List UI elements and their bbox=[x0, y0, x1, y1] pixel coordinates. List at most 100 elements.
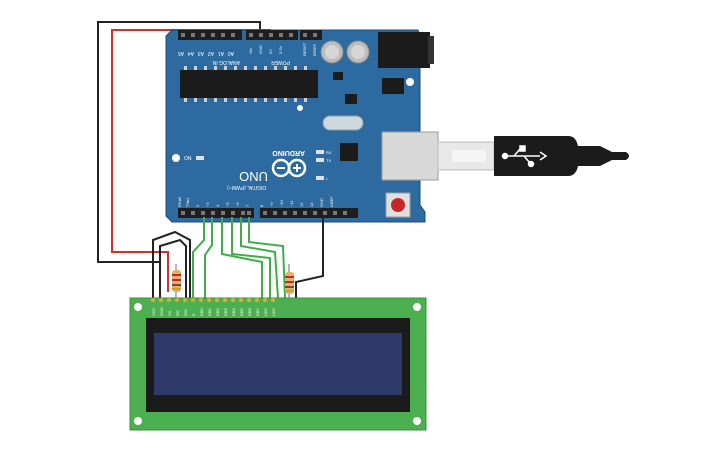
l-label: L bbox=[326, 176, 329, 181]
pin-label-3: ~3 bbox=[205, 202, 210, 207]
l-led bbox=[316, 176, 324, 180]
power-pin-labels: Vin GND 5V 3.3V RESET IOREF bbox=[248, 42, 317, 56]
pin-label-8: 8 bbox=[259, 204, 264, 207]
mount-hole bbox=[172, 154, 180, 162]
lcd-pin-gnd: GND bbox=[159, 307, 164, 316]
pin-label-a1: A1 bbox=[218, 50, 224, 56]
power-header-label: POWER bbox=[271, 59, 290, 65]
pin-label-13: 13 bbox=[309, 202, 314, 207]
green-wires[interactable] bbox=[192, 217, 286, 299]
wire-green-d6 bbox=[240, 217, 279, 299]
pin-label-a4: A4 bbox=[188, 50, 194, 56]
lcd-mount-hole bbox=[134, 417, 142, 425]
lcd-pin-vcc: VCC bbox=[151, 307, 156, 316]
mount-hole bbox=[406, 78, 414, 86]
usb-cable-icon[interactable] bbox=[437, 136, 629, 176]
usb-port bbox=[381, 131, 439, 181]
brand-label: ARDUINO bbox=[272, 149, 305, 156]
pin-label-gnd-digital: GND bbox=[319, 198, 324, 207]
power-analog-header bbox=[178, 30, 322, 40]
analog-in-header-label: ANALOG IN bbox=[212, 59, 240, 65]
digital-header-label: DIGITAL (PWM~) bbox=[227, 184, 266, 190]
wire-black-left-loops[interactable] bbox=[152, 230, 191, 298]
lcd-mount-hole bbox=[134, 303, 142, 311]
pin-label-5v: 5V bbox=[268, 49, 273, 54]
pin-label-reset: RESET bbox=[302, 42, 307, 56]
status-leds: ON RX TX L bbox=[184, 150, 332, 181]
pin-label-a5: A5 bbox=[178, 50, 184, 56]
pin-label-4: 4 bbox=[215, 204, 220, 207]
lcd-pin-led-k: LED bbox=[271, 308, 276, 316]
pin-label-vin: Vin bbox=[248, 48, 253, 54]
wire-green-d7 bbox=[248, 217, 286, 299]
lcd-pin-rs: RS bbox=[175, 310, 180, 316]
reset-button-icon[interactable] bbox=[385, 192, 411, 218]
lcd-pin-rw: RW bbox=[183, 309, 188, 316]
wire-green-d5 bbox=[231, 217, 271, 298]
lcd-pin-db4: DB4 bbox=[231, 307, 236, 316]
pin-label-7: 7 bbox=[245, 204, 250, 207]
lcd-pin-row bbox=[151, 298, 275, 302]
pin-label-1: TX▸1 bbox=[185, 197, 190, 207]
power-jack[interactable] bbox=[378, 32, 434, 68]
lcd-module[interactable]: VCC GND V0 RS RW E DB0 DB1 DB2 DB3 DB4 D… bbox=[129, 297, 427, 431]
lcd-pin-db7: DB7 bbox=[255, 307, 260, 316]
pin-label-9: ~9 bbox=[269, 202, 274, 207]
lcd-pin-db0: DB0 bbox=[199, 307, 204, 316]
pin-label-11: ~11 bbox=[289, 200, 294, 207]
tx-led bbox=[316, 158, 324, 162]
pin-label-5: ~5 bbox=[225, 202, 230, 207]
lcd-pin-db1: DB1 bbox=[207, 307, 212, 316]
crystal-oscillator bbox=[322, 115, 364, 131]
rx-led bbox=[316, 150, 324, 154]
on-led-label: ON bbox=[184, 156, 192, 162]
lcd-screen bbox=[154, 333, 402, 395]
wire-green-d4 bbox=[221, 217, 263, 298]
lcd-pin-labels: VCC GND V0 RS RW E DB0 DB1 DB2 DB3 DB4 D… bbox=[151, 307, 276, 316]
wire-green-d3 bbox=[204, 217, 213, 298]
model-label: UNO bbox=[239, 169, 268, 184]
pin-label-ioref: IOREF bbox=[312, 43, 317, 56]
atmega-chip bbox=[180, 70, 318, 98]
pin-label-aref: AREF bbox=[329, 196, 334, 207]
voltage-regulator bbox=[382, 78, 404, 94]
pin-label-2: 2 bbox=[195, 204, 200, 207]
digital-header bbox=[178, 208, 358, 218]
resistor-left[interactable] bbox=[172, 264, 181, 298]
lcd-pin-db3: DB3 bbox=[223, 307, 228, 316]
lcd-pin-db6: DB6 bbox=[247, 307, 252, 316]
lcd-pin-db5: DB5 bbox=[239, 307, 244, 316]
lcd-mount-hole bbox=[413, 417, 421, 425]
capacitors bbox=[320, 40, 370, 64]
pin-label-gnd: GND bbox=[258, 45, 263, 54]
arduino-infinity-logo-icon bbox=[271, 158, 307, 178]
mount-hole bbox=[297, 105, 303, 111]
usb-controller-chip bbox=[340, 143, 358, 161]
pin-label-a2: A2 bbox=[208, 50, 214, 56]
lcd-mount-hole bbox=[413, 303, 421, 311]
lcd-pin-led-a: LED bbox=[263, 308, 268, 316]
pin-label-a0: A0 bbox=[228, 50, 234, 56]
pin-label-12: 12 bbox=[299, 202, 304, 207]
wire-black-right[interactable] bbox=[295, 217, 324, 298]
lcd-pin-e: E bbox=[191, 313, 196, 316]
pin-label-6: ~6 bbox=[235, 202, 240, 207]
pin-label-10: ~10 bbox=[279, 199, 284, 207]
resistor-right[interactable] bbox=[285, 264, 294, 298]
pin-label-0: RX◂0 bbox=[177, 196, 182, 207]
rx-label: RX bbox=[326, 150, 332, 155]
digital-pin-labels: 13 12 ~11 ~10 ~9 8 7 ~6 ~5 4 ~3 2 TX▸1 R… bbox=[177, 196, 334, 207]
lcd-pin-db2: DB2 bbox=[215, 307, 220, 316]
analog-pin-labels: A5 A4 A3 A2 A1 A0 bbox=[178, 50, 234, 56]
pin-label-a3: A3 bbox=[198, 50, 204, 56]
lcd-pin-v0: V0 bbox=[167, 310, 172, 316]
ic-small bbox=[345, 94, 357, 104]
arduino-board[interactable]: A5 A4 A3 A2 A1 A0 ANALOG IN Vin GND 5V 3… bbox=[165, 29, 439, 223]
wire-green-d2 bbox=[192, 217, 205, 298]
on-led bbox=[196, 156, 204, 160]
tx-label: TX bbox=[326, 158, 331, 163]
pin-label-3v3: 3.3V bbox=[278, 45, 283, 54]
regulator-small bbox=[333, 72, 343, 80]
